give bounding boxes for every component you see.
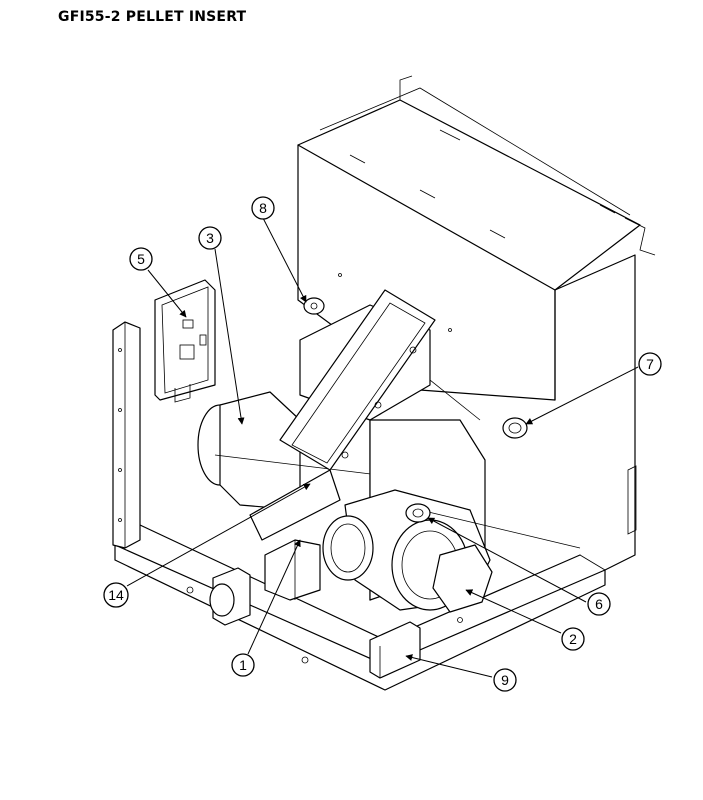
auger-motor [264, 539, 321, 601]
callout-8: 8 [251, 196, 275, 220]
callout-3: 3 [198, 226, 222, 250]
callout-1-label: 1 [239, 657, 247, 673]
exhaust-collar [209, 567, 251, 626]
callout-9-label: 9 [501, 672, 509, 688]
callout-1: 1 [231, 653, 255, 677]
callout-2-label: 2 [569, 631, 577, 647]
snap-disc [502, 417, 528, 439]
callout-3-label: 3 [206, 230, 214, 246]
callout-6-label: 6 [595, 596, 603, 612]
callout-7: 7 [638, 352, 662, 376]
callout-14-label: 14 [108, 587, 124, 603]
callout-14: 14 [103, 582, 129, 608]
callout-2: 2 [561, 627, 585, 651]
junction-box [369, 621, 421, 679]
callout-6: 6 [587, 592, 611, 616]
callout-8-label: 8 [259, 200, 267, 216]
callout-9: 9 [493, 668, 517, 692]
right-rear-panel [554, 254, 637, 571]
control-board [154, 279, 216, 403]
callout-7-label: 7 [646, 356, 654, 372]
convection-blower [322, 489, 581, 613]
leader-lines [126, 217, 639, 678]
diagram-title: GFI55-2 PELLET INSERT [58, 9, 247, 25]
vacuum-switch [405, 503, 431, 523]
left-side-panel [112, 321, 141, 549]
limit-switch-upper [303, 297, 325, 315]
auger-chute [249, 289, 436, 541]
callout-5: 5 [129, 247, 153, 271]
callout-5-label: 5 [137, 251, 145, 267]
